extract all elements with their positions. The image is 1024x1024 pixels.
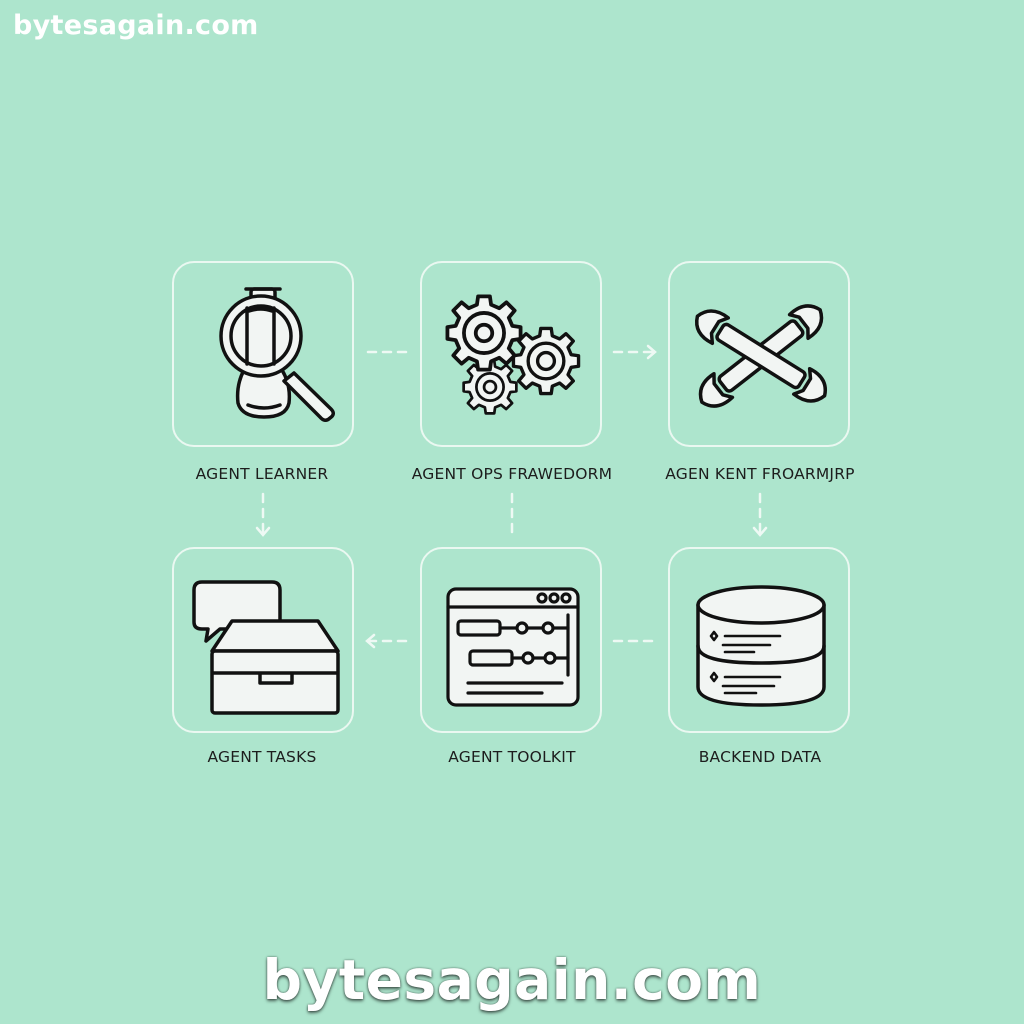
watermark-bottom: bytesagain.com	[262, 948, 762, 1012]
inbox-chat-icon	[192, 580, 340, 715]
node-agent-learner[interactable]	[172, 261, 354, 447]
node-agent-tasks[interactable]	[172, 547, 354, 733]
label-agent-learner: AGENT LEARNER	[195, 465, 329, 483]
label-agent-toolkit: AGENT TOOLKIT	[448, 748, 576, 766]
label-agent-tasks: AGENT TASKS	[207, 748, 317, 766]
node-agen-kent[interactable]	[668, 261, 850, 447]
gears-icon	[445, 294, 581, 415]
node-agent-toolkit[interactable]	[420, 547, 602, 733]
magnifier-flask-icon	[219, 287, 335, 422]
watermark-top: bytesagain.com	[13, 10, 259, 41]
node-agent-ops[interactable]	[420, 261, 602, 447]
wrenches-icon	[695, 304, 827, 408]
label-backend-data: BACKEND DATA	[698, 748, 822, 766]
database-icon	[696, 585, 826, 707]
node-backend-data[interactable]	[668, 547, 850, 733]
toolkit-window-icon	[446, 587, 580, 707]
label-agent-ops: AGENT OPS FRAWEDORM	[411, 465, 613, 483]
label-agen-kent: AGEN KENT FROARMJRP	[665, 465, 855, 483]
